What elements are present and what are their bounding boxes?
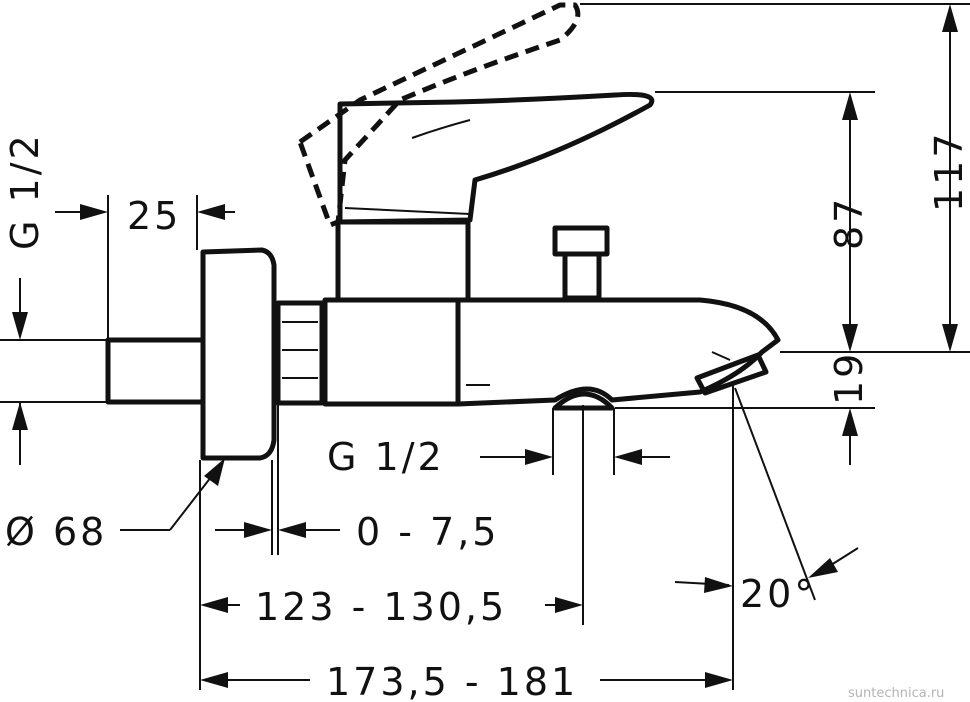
label-height-lever: 87 (827, 196, 871, 250)
dimension-lines (12, 4, 958, 688)
lever-handle (337, 92, 655, 225)
label-height-total: 117 (927, 130, 970, 212)
extension-lines (0, 3, 970, 690)
outlet-mount (552, 391, 615, 411)
label-total-projection: 173,5 - 181 (326, 660, 578, 702)
watermark: suntechnica.ru (848, 686, 944, 701)
label-thread-left: G 1/2 (3, 132, 47, 250)
lever-collar (335, 219, 471, 303)
spout (455, 297, 781, 407)
label-outlet-thread: G 1/2 (327, 435, 445, 479)
label-spout-angle: 20° (740, 572, 816, 616)
label-nut-width: 25 (127, 194, 181, 238)
diverter-stem (562, 251, 602, 301)
faucet-outline (105, 2, 781, 461)
diverter-cap (552, 225, 610, 257)
label-rosette-diameter: Ø 68 (5, 510, 107, 554)
lever-open-position (297, 2, 581, 228)
wall-pipe-stub (105, 337, 206, 405)
spout-outlet (694, 352, 769, 396)
mixer-body (322, 297, 461, 407)
wall-rosette (200, 247, 277, 461)
hex-nut (275, 300, 325, 406)
label-outlet-height: 19 (827, 351, 871, 405)
label-axis-to-outlet: 123 - 130,5 (255, 585, 507, 629)
label-adjust-range: 0 - 7,5 (356, 510, 499, 554)
dimension-labels: G 1/2 25 Ø 68 0 - 7,5 123 - 130,5 173,5 … (3, 130, 970, 702)
